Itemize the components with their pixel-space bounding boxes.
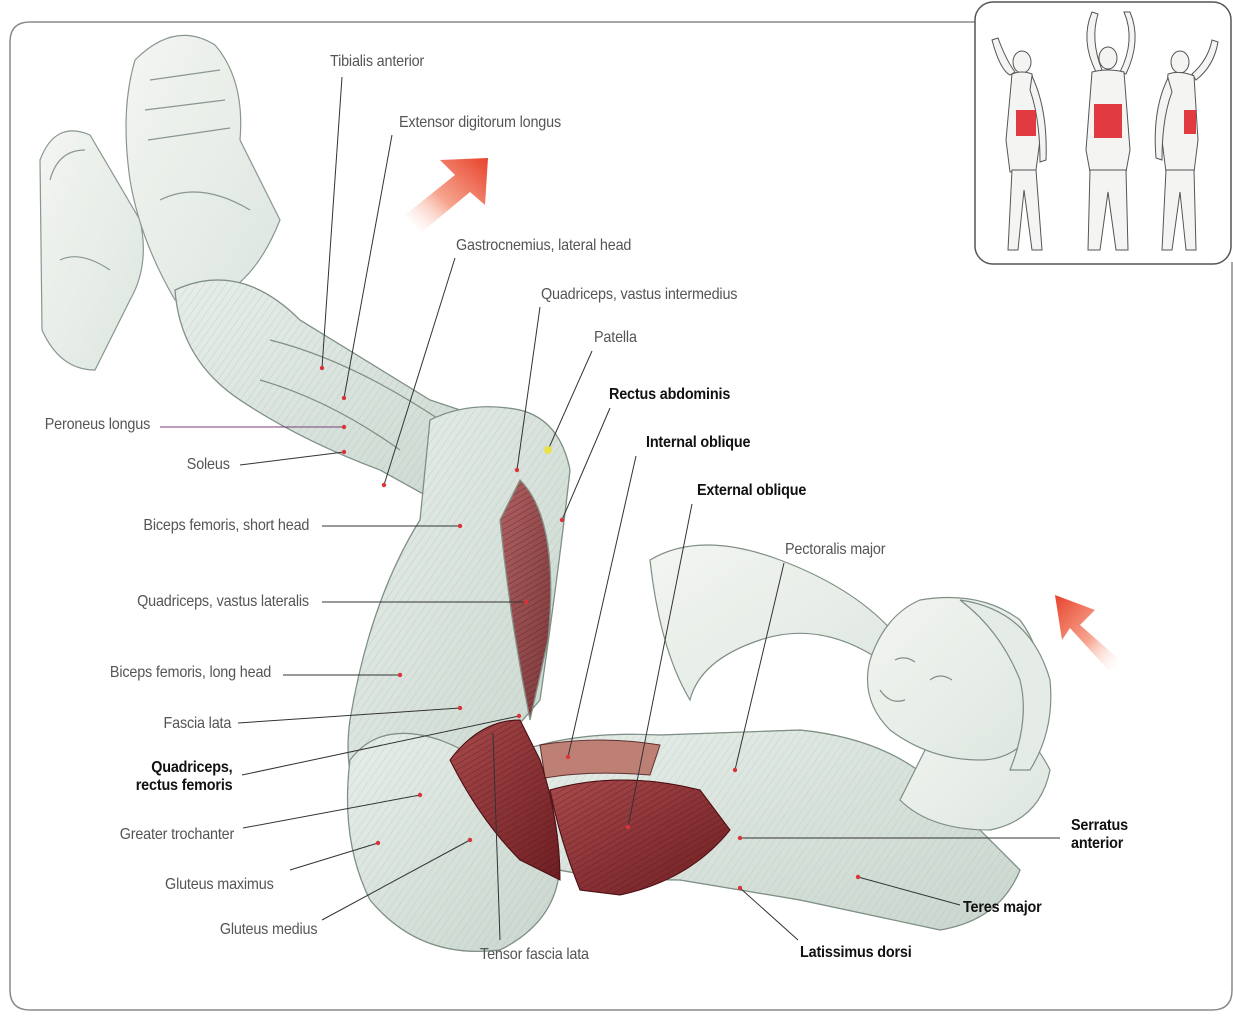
inset-highlight-right xyxy=(1184,110,1196,134)
label-peroneus-longus: Peroneus longus xyxy=(45,416,150,434)
label-pectoralis-major: Pectoralis major xyxy=(785,541,885,559)
label-external-oblique: External oblique xyxy=(697,482,806,500)
label-teres-major: Teres major xyxy=(963,899,1042,917)
head xyxy=(868,598,1051,771)
label-internal-oblique: Internal oblique xyxy=(646,434,750,452)
arrow-legs-icon xyxy=(405,158,488,232)
label-quadriceps-vastus-intermedius: Quadriceps, vastus intermedius xyxy=(541,286,737,304)
label-biceps-femoris-short-head: Biceps femoris, short head xyxy=(143,517,309,535)
label-serratus-anterior-line1: Serratus xyxy=(1071,817,1128,835)
label-quadriceps-rectus-femoris-line1: Quadriceps, xyxy=(135,759,232,777)
inset-highlight-center xyxy=(1094,104,1122,138)
label-patella: Patella xyxy=(594,329,637,347)
right-shoe xyxy=(126,35,280,300)
label-extensor-digitorum-longus: Extensor digitorum longus xyxy=(399,114,561,132)
label-gluteus-maximus: Gluteus maximus xyxy=(165,876,274,894)
label-quadriceps-vastus-lateralis: Quadriceps, vastus lateralis xyxy=(137,593,309,611)
label-quadriceps-rectus-femoris-line2: rectus femoris xyxy=(135,777,232,795)
label-serratus-anterior-line2: anterior xyxy=(1071,835,1128,853)
label-rectus-abdominis: Rectus abdominis xyxy=(609,386,730,404)
label-soleus: Soleus xyxy=(187,456,230,474)
label-gluteus-medius: Gluteus medius xyxy=(219,921,317,939)
label-serratus-anterior: Serratus anterior xyxy=(1071,817,1128,853)
label-gastrocnemius-lateral-head: Gastrocnemius, lateral head xyxy=(456,237,631,255)
label-tensor-fascia-lata: Tensor fascia lata xyxy=(480,946,589,964)
label-biceps-femoris-long-head: Biceps femoris, long head xyxy=(110,664,271,682)
arrow-torso-icon xyxy=(1055,595,1120,672)
label-latissimus-dorsi: Latissimus dorsi xyxy=(800,944,912,962)
patella-marker xyxy=(544,446,552,454)
inset-highlight-left xyxy=(1016,110,1036,136)
label-greater-trochanter: Greater trochanter xyxy=(120,826,234,844)
label-fascia-lata: Fascia lata xyxy=(163,715,231,733)
label-quadriceps-rectus-femoris: Quadriceps, rectus femoris xyxy=(135,759,232,795)
label-tibialis-anterior: Tibialis anterior xyxy=(330,53,424,71)
